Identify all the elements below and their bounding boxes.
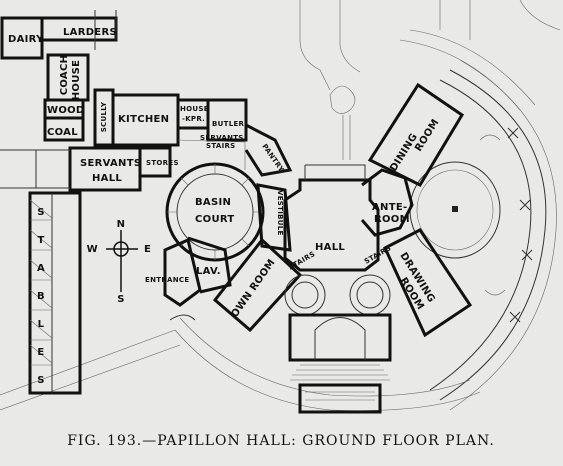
- compass-north: N: [117, 219, 126, 230]
- label-court: COURT: [195, 214, 235, 225]
- stables-letter: L: [38, 319, 45, 330]
- stables-block: [28, 191, 82, 395]
- label-servants-hall: HALL: [92, 173, 122, 184]
- compass: N S E W: [87, 219, 151, 305]
- stables-letter: E: [37, 347, 44, 358]
- label-lav: LAV.: [196, 266, 221, 277]
- label-stairs-left: STAIRS: [287, 250, 317, 272]
- garden-ornaments: [479, 127, 533, 323]
- label-servants-stairs: SERVANTS: [200, 134, 244, 142]
- label-coach: COACH: [59, 55, 70, 96]
- compass-west: W: [87, 244, 98, 255]
- stables-letter: A: [37, 263, 45, 274]
- label-ante: ANTE-: [372, 202, 407, 213]
- label-coal: COAL: [47, 127, 78, 138]
- label-ante-room: ROOM: [374, 214, 410, 225]
- label-servants-stairs-2: STAIRS: [206, 142, 236, 150]
- label-dining-room: ROOM: [413, 117, 441, 153]
- label-stores: STORES: [146, 159, 179, 167]
- label-butler: BUTLER: [212, 120, 245, 128]
- stables-letter: B: [37, 291, 45, 302]
- label-hall: HALL: [315, 242, 345, 253]
- label-kitchen: KITCHEN: [118, 114, 169, 125]
- stables-letter: T: [37, 235, 44, 246]
- label-dining: DINING: [388, 132, 420, 174]
- label-entrance: ENTRANCE: [145, 276, 189, 284]
- label-coach-house: HOUSE: [71, 60, 82, 101]
- compass-east: E: [144, 244, 151, 255]
- compass-south: S: [117, 294, 125, 305]
- label-own-room: OWN ROOM: [229, 257, 277, 319]
- main-house: [212, 82, 473, 414]
- stables-letter: S: [37, 207, 45, 218]
- service-wing: [0, 10, 293, 192]
- label-dairy: DAIRY: [8, 34, 44, 45]
- label-house-keeper: HOUSE: [180, 105, 209, 113]
- label-basin: BASIN: [195, 197, 231, 208]
- figure-caption: FIG. 193.—PAPILLON HALL: GROUND FLOOR PL…: [67, 433, 495, 449]
- basin-court: [165, 162, 265, 262]
- label-pantry: PANTRY: [260, 143, 286, 175]
- garden-paths: [0, 0, 561, 411]
- label-servants: SERVANTS: [80, 158, 141, 169]
- label-vestibule: VESTIBULE: [276, 190, 284, 236]
- label-house-keeper-2: -KPR.: [182, 115, 205, 123]
- label-larders: LARDERS: [63, 27, 117, 38]
- label-scullery: SCULLY: [100, 101, 108, 132]
- stables-label: S T A B L E S: [37, 207, 45, 386]
- entrance-block: [163, 236, 232, 321]
- label-wood: WOOD: [47, 105, 85, 116]
- stables-letter: S: [37, 375, 45, 386]
